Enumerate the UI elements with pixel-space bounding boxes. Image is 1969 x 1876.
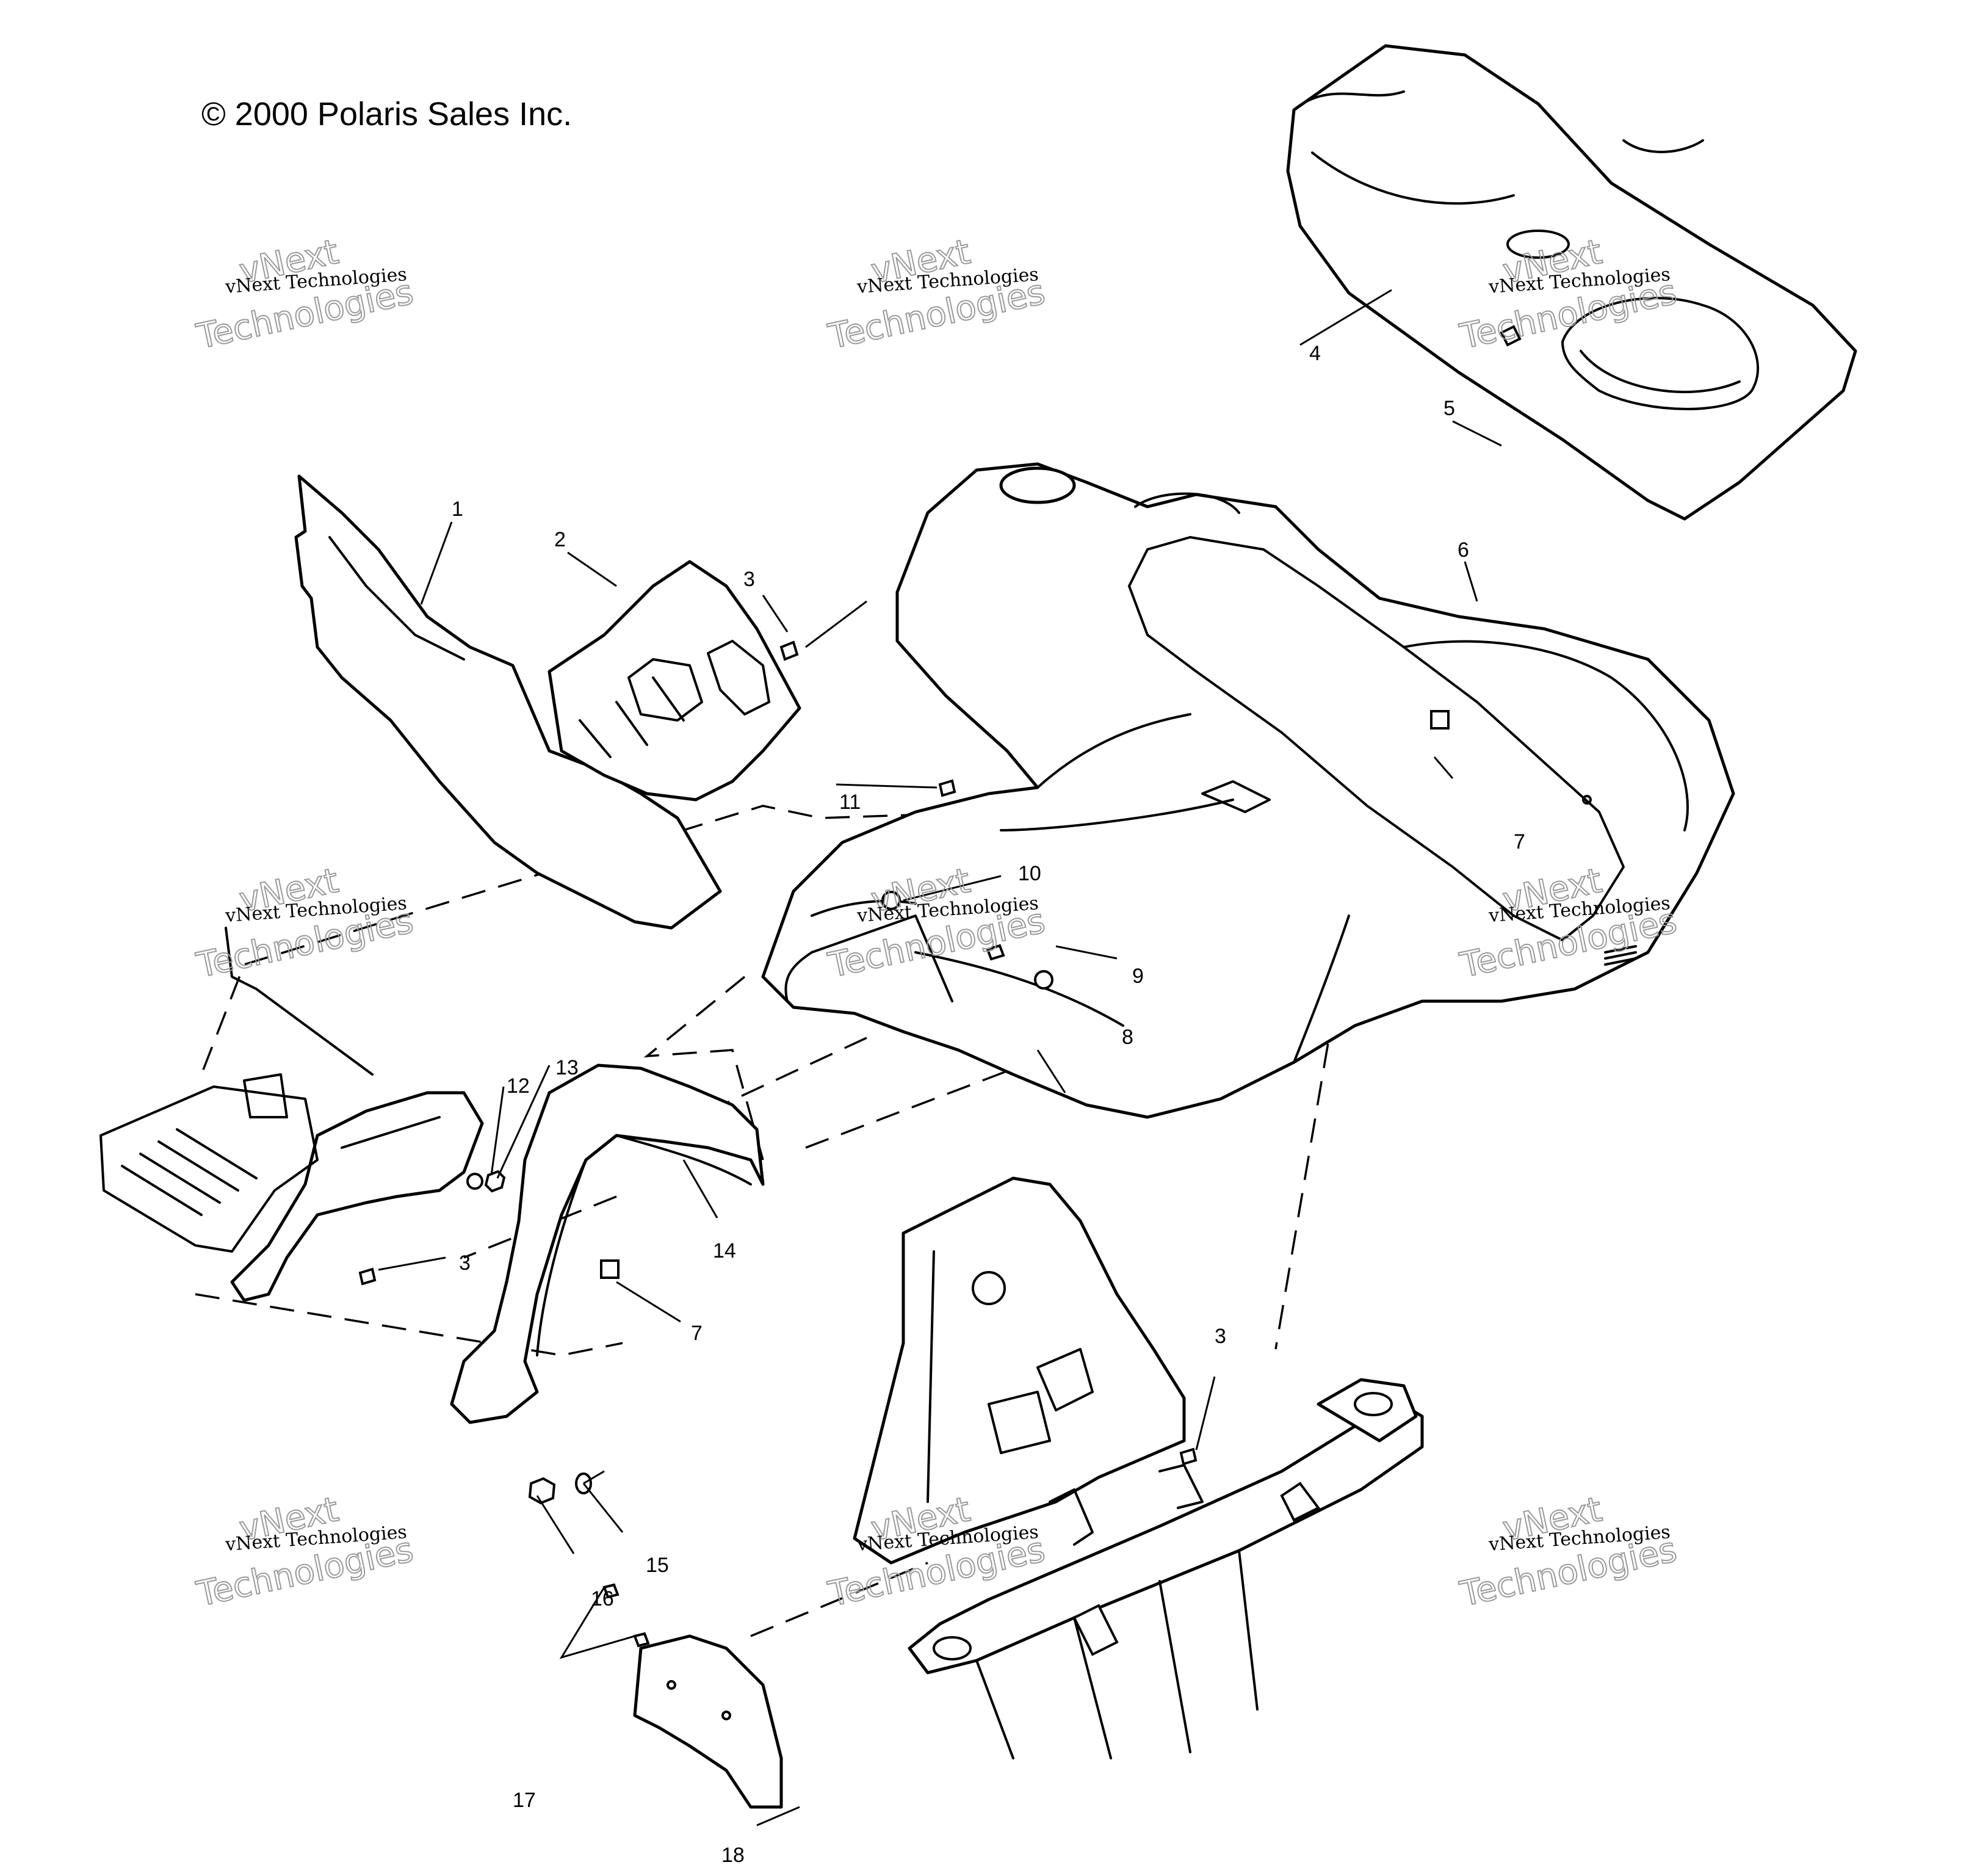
watermark: vNext vNext Technologies Technologies	[1456, 1489, 1680, 1615]
footwell-part-2	[547, 560, 801, 802]
callout-16: 16	[591, 1587, 614, 1610]
watermark: vNext vNext Technologies Technologies	[192, 860, 417, 987]
callout-7a: 7	[1514, 830, 1525, 853]
callout-13: 13	[555, 1056, 579, 1079]
bumper-part-18	[633, 1634, 783, 1809]
left-side-guard	[230, 1091, 484, 1302]
callout-9: 9	[1132, 965, 1144, 988]
watermark: vNext vNext Technologies Technologies	[824, 231, 1049, 358]
callout-numbers: 1 2 3 4 5 6 7 8 9 10 11 3 12 13 14 7 3 1…	[452, 342, 1525, 1867]
callout-12: 12	[507, 1074, 530, 1098]
callout-4: 4	[1309, 342, 1321, 365]
callout-3a: 3	[743, 568, 755, 591]
watermark: vNext vNext Technologies Technologies	[192, 231, 417, 358]
leader-lines	[378, 289, 1502, 1827]
callout-7b: 7	[691, 1322, 703, 1345]
rear-cab-part-6	[761, 462, 1735, 1119]
callout-10: 10	[1018, 862, 1041, 885]
rear-rack-cover-part-4	[1286, 44, 1857, 521]
callout-3c: 3	[1215, 1325, 1226, 1348]
callout-1: 1	[452, 498, 463, 521]
left-panel-part-1	[294, 474, 722, 930]
watermark: vNext vNext Technologies Technologies	[192, 1489, 417, 1615]
callout-17: 17	[513, 1789, 536, 1812]
callout-5: 5	[1443, 397, 1455, 420]
footrest-floor	[99, 927, 374, 1253]
frame	[853, 1176, 1424, 1759]
callout-3b: 3	[459, 1251, 471, 1275]
callout-14: 14	[713, 1239, 736, 1262]
front-fender-part-14	[450, 1063, 765, 1424]
callout-8: 8	[1122, 1026, 1133, 1049]
copyright-text: © 2000 Polaris Sales Inc.	[201, 96, 572, 132]
callout-6: 6	[1458, 538, 1469, 562]
callout-18: 18	[721, 1844, 745, 1867]
callout-15: 15	[646, 1554, 669, 1577]
callout-11: 11	[839, 791, 861, 814]
callout-2: 2	[554, 528, 566, 551]
